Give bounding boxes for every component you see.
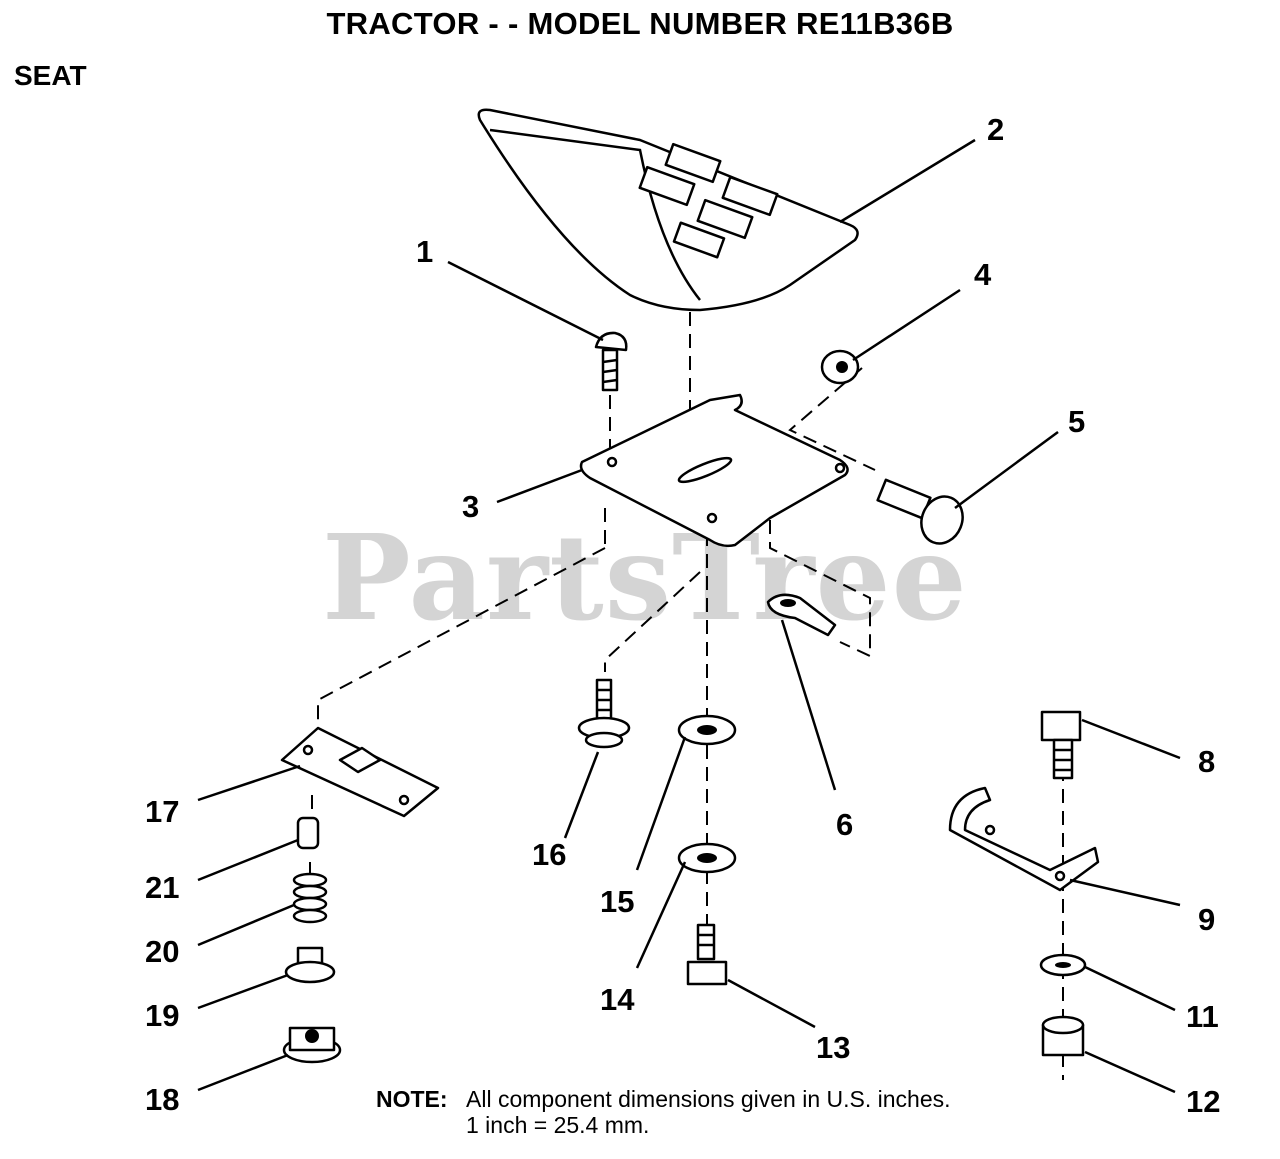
assembly-lines: [309, 312, 1064, 1080]
callout-13: 13: [816, 1030, 850, 1065]
carriage-bolt-part: [594, 331, 628, 392]
callout-8: 8: [1198, 744, 1215, 779]
dimension-note: NOTE: All component dimensions given in U…: [376, 1086, 951, 1138]
callout-5: 5: [1068, 404, 1085, 439]
callout-18: 18: [145, 1082, 179, 1117]
note-label: NOTE:: [376, 1086, 448, 1112]
callout-3: 3: [462, 489, 479, 524]
clip-part: [766, 593, 837, 637]
callout-2: 2: [987, 112, 1004, 147]
section-label: SEAT: [14, 60, 87, 91]
seat-pan-part: [579, 393, 849, 548]
callout-9: 9: [1198, 902, 1215, 937]
mounting-bracket-part: [948, 786, 1100, 892]
callout-14: 14: [600, 982, 635, 1017]
callout-17: 17: [145, 794, 179, 829]
leader-lines: [197, 138, 1181, 1094]
note-line-1: All component dimensions given in U.S. i…: [466, 1086, 951, 1112]
pin-part: [296, 816, 320, 850]
hex-bolt-part: [1040, 710, 1082, 780]
note-line-2: 1 inch = 25.4 mm.: [466, 1112, 650, 1138]
hex-bolt-part: [686, 923, 728, 986]
callout-16: 16: [532, 837, 566, 872]
callout-1: 1: [416, 234, 433, 269]
slide-bracket-part: [280, 726, 440, 818]
shoulder-screw-part: [577, 678, 631, 749]
callout-21: 21: [145, 870, 179, 905]
diagram-title: TRACTOR - - MODEL NUMBER RE11B36B: [326, 6, 954, 41]
nut-part: [820, 349, 860, 385]
lock-nut-part: [1041, 1015, 1085, 1057]
callout-20: 20: [145, 934, 179, 969]
callout-19: 19: [145, 998, 179, 1033]
spacer-part: [284, 946, 336, 984]
callout-4: 4: [974, 257, 992, 292]
seat-part: [477, 108, 859, 312]
callout-11: 11: [1186, 999, 1219, 1034]
callout-12: 12: [1186, 1084, 1220, 1119]
callout-labels: 1 2 3 4 5 6 8 9 11 12 13 14 15 16 17 18 …: [145, 112, 1220, 1119]
spring-part: [292, 872, 328, 924]
shoulder-bolt-part: [876, 478, 964, 545]
callout-6: 6: [836, 807, 853, 842]
callout-15: 15: [600, 884, 634, 919]
flange-nut-part: [282, 1026, 342, 1064]
